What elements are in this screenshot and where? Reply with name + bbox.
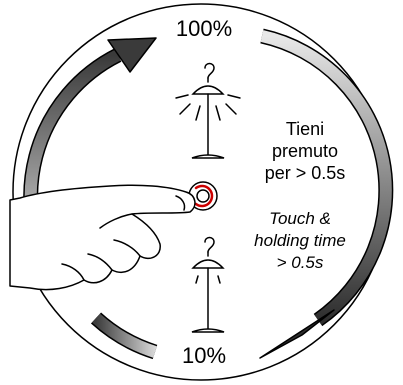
min-brightness-label: 10%: [168, 345, 240, 367]
instruction-italian: Tieni premuto per > 0.5s: [245, 118, 365, 184]
instruction-english: Touch & holding time > 0.5s: [232, 208, 368, 274]
instruction-it-line: per > 0.5s: [245, 162, 365, 184]
instruction-it-line: Tieni: [245, 118, 365, 140]
max-brightness-label: 100%: [162, 18, 246, 40]
instruction-it-line: premuto: [245, 140, 365, 162]
instruction-en-line: holding time: [232, 230, 368, 252]
instruction-en-line: > 0.5s: [232, 252, 368, 274]
instruction-en-line: Touch &: [232, 208, 368, 230]
